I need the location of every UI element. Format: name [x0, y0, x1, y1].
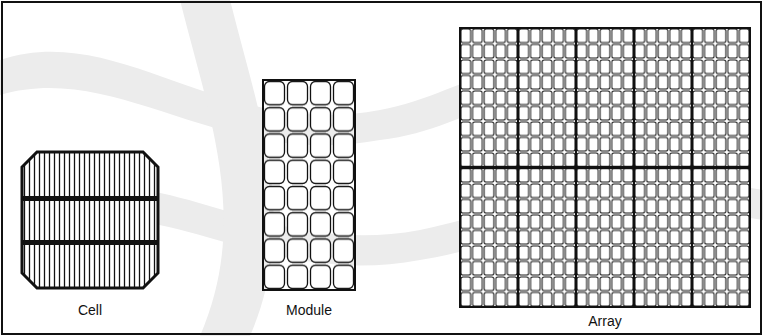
part-label: Array	[588, 313, 621, 330]
part-label: Module	[286, 302, 332, 319]
solar-array	[460, 28, 750, 307]
solar-cell	[22, 152, 158, 288]
solar-module	[263, 80, 355, 290]
part-label: Cell	[78, 302, 102, 319]
